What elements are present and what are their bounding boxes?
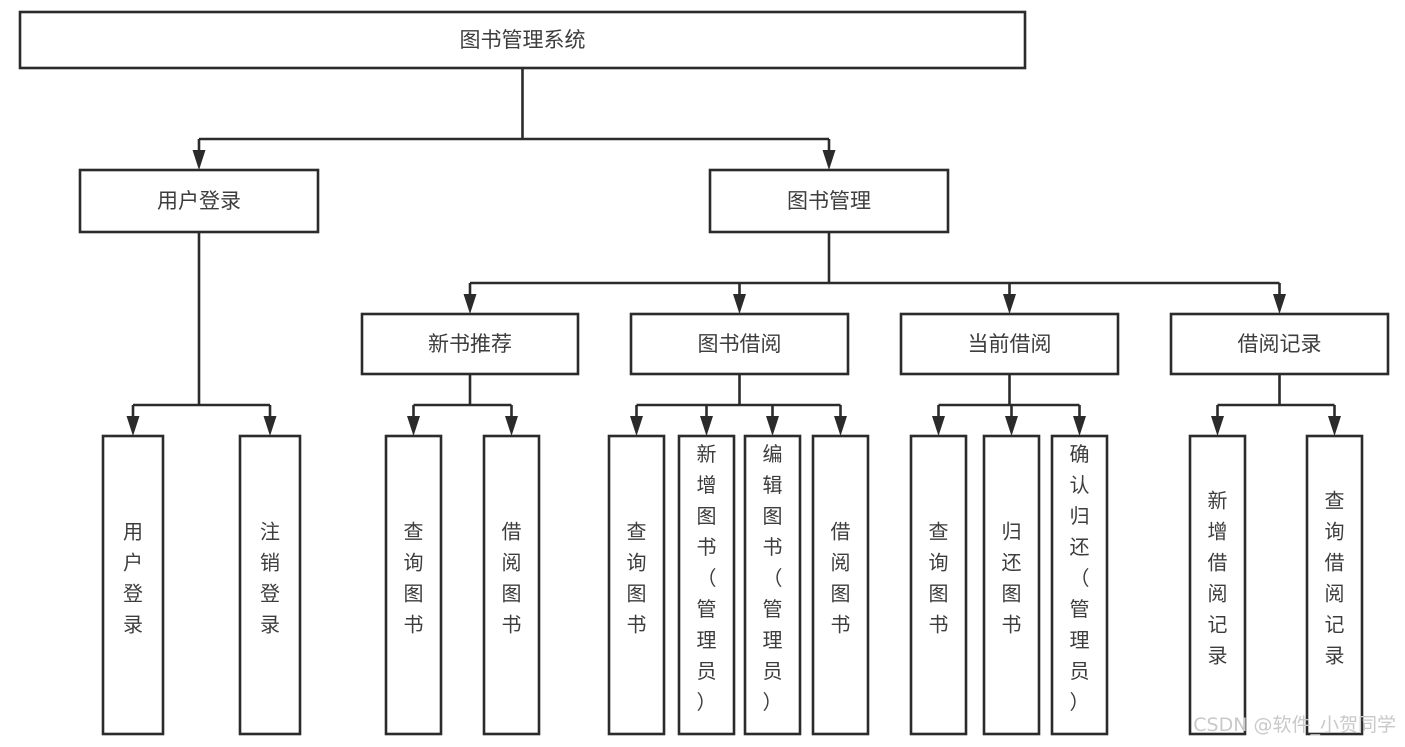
node-leaf-query-record[interactable]: 查询借阅记录 <box>1305 434 1364 736</box>
node-label: 确认归还（管理员） <box>1070 442 1090 714</box>
node-label: 新书推荐 <box>428 332 512 356</box>
node-leaf-query-book-2[interactable]: 查询图书 <box>607 434 666 736</box>
node-box <box>1188 434 1247 736</box>
node-borrow-record[interactable]: 借阅记录 <box>1169 312 1390 376</box>
node-label: 归还图书 <box>1002 520 1022 637</box>
node-label: 查询图书 <box>929 520 949 637</box>
arrow-head-icon <box>1211 416 1224 436</box>
node-label: 新增借阅记录 <box>1208 489 1228 668</box>
arrow-head-icon <box>463 294 477 314</box>
node-leaf-query-book-3[interactable]: 查询图书 <box>909 434 968 736</box>
arrow-head-icon <box>1273 294 1286 314</box>
node-label: 借阅记录 <box>1238 332 1322 356</box>
node-label: 新增图书（管理员） <box>697 442 717 714</box>
node-label: 图书管理系统 <box>460 28 586 52</box>
node-book-manage[interactable]: 图书管理 <box>708 168 950 234</box>
node-leaf-borrow-book-1[interactable]: 借阅图书 <box>482 434 541 736</box>
node-leaf-borrow-book-2[interactable]: 借阅图书 <box>811 434 870 736</box>
arrow-head-icon <box>1328 416 1341 436</box>
arrow-head-icon <box>932 416 945 436</box>
arrow-head-icon <box>700 416 713 436</box>
node-label: 当前借阅 <box>968 332 1052 356</box>
node-box <box>18 10 1027 70</box>
arrow-head-icon <box>263 416 277 436</box>
node-label: 借阅图书 <box>502 520 522 637</box>
node-box <box>743 434 802 736</box>
node-box <box>78 168 320 234</box>
node-leaf-confirm-return[interactable]: 确认归还（管理员） <box>1050 434 1109 736</box>
node-box <box>1169 312 1390 376</box>
nodes-layer: 图书管理系统用户登录图书管理新书推荐图书借阅当前借阅借阅记录用户登录注销登录查询… <box>18 10 1390 736</box>
arrow-head-icon <box>505 416 518 436</box>
node-leaf-return-book[interactable]: 归还图书 <box>982 434 1041 736</box>
node-label: 用户登录 <box>157 189 241 213</box>
node-current-borrow[interactable]: 当前借阅 <box>899 312 1120 376</box>
arrow-head-icon <box>192 150 206 170</box>
arrow-head-icon <box>630 416 643 436</box>
arrow-head-icon <box>822 150 836 170</box>
node-user-login[interactable]: 用户登录 <box>78 168 320 234</box>
arrow-head-icon <box>126 416 140 436</box>
node-leaf-edit-book[interactable]: 编辑图书（管理员） <box>743 434 802 736</box>
node-box <box>607 434 666 736</box>
node-box <box>677 434 736 736</box>
node-box <box>909 434 968 736</box>
arrow-head-icon <box>1005 416 1018 436</box>
node-label: 用户登录 <box>123 520 143 637</box>
node-box <box>1305 434 1364 736</box>
node-box <box>384 434 443 736</box>
edges-layer <box>126 68 1341 436</box>
node-box <box>899 312 1120 376</box>
arrow-head-icon <box>766 416 779 436</box>
arrow-head-icon <box>407 416 420 436</box>
arrow-head-icon <box>1073 416 1086 436</box>
node-box <box>629 312 850 376</box>
node-box <box>482 434 541 736</box>
node-new-book-recommend[interactable]: 新书推荐 <box>360 312 580 376</box>
node-box <box>1050 434 1109 736</box>
node-root[interactable]: 图书管理系统 <box>18 10 1027 70</box>
node-box <box>101 434 165 736</box>
node-box <box>982 434 1041 736</box>
arrow-head-icon <box>733 294 746 314</box>
arrow-head-icon <box>1003 294 1016 314</box>
node-box <box>238 434 302 736</box>
node-label: 借阅图书 <box>831 520 851 637</box>
watermark-text: CSDN @软件_小贺同学 <box>1193 714 1396 736</box>
node-label: 查询图书 <box>404 520 424 637</box>
node-book-borrow[interactable]: 图书借阅 <box>629 312 850 376</box>
node-leaf-query-book-1[interactable]: 查询图书 <box>384 434 443 736</box>
arrow-head-icon <box>834 416 847 436</box>
node-box <box>708 168 950 234</box>
node-label: 查询图书 <box>627 520 647 637</box>
node-box <box>811 434 870 736</box>
node-leaf-logout[interactable]: 注销登录 <box>238 434 302 736</box>
node-leaf-add-record[interactable]: 新增借阅记录 <box>1188 434 1247 736</box>
node-label: 编辑图书（管理员） <box>763 442 783 714</box>
node-leaf-user-login[interactable]: 用户登录 <box>101 434 165 736</box>
node-box <box>360 312 580 376</box>
node-label: 图书管理 <box>787 189 871 213</box>
node-leaf-add-book[interactable]: 新增图书（管理员） <box>677 434 736 736</box>
node-label: 图书借阅 <box>698 332 782 356</box>
node-label: 查询借阅记录 <box>1325 489 1345 668</box>
node-label: 注销登录 <box>260 520 280 637</box>
